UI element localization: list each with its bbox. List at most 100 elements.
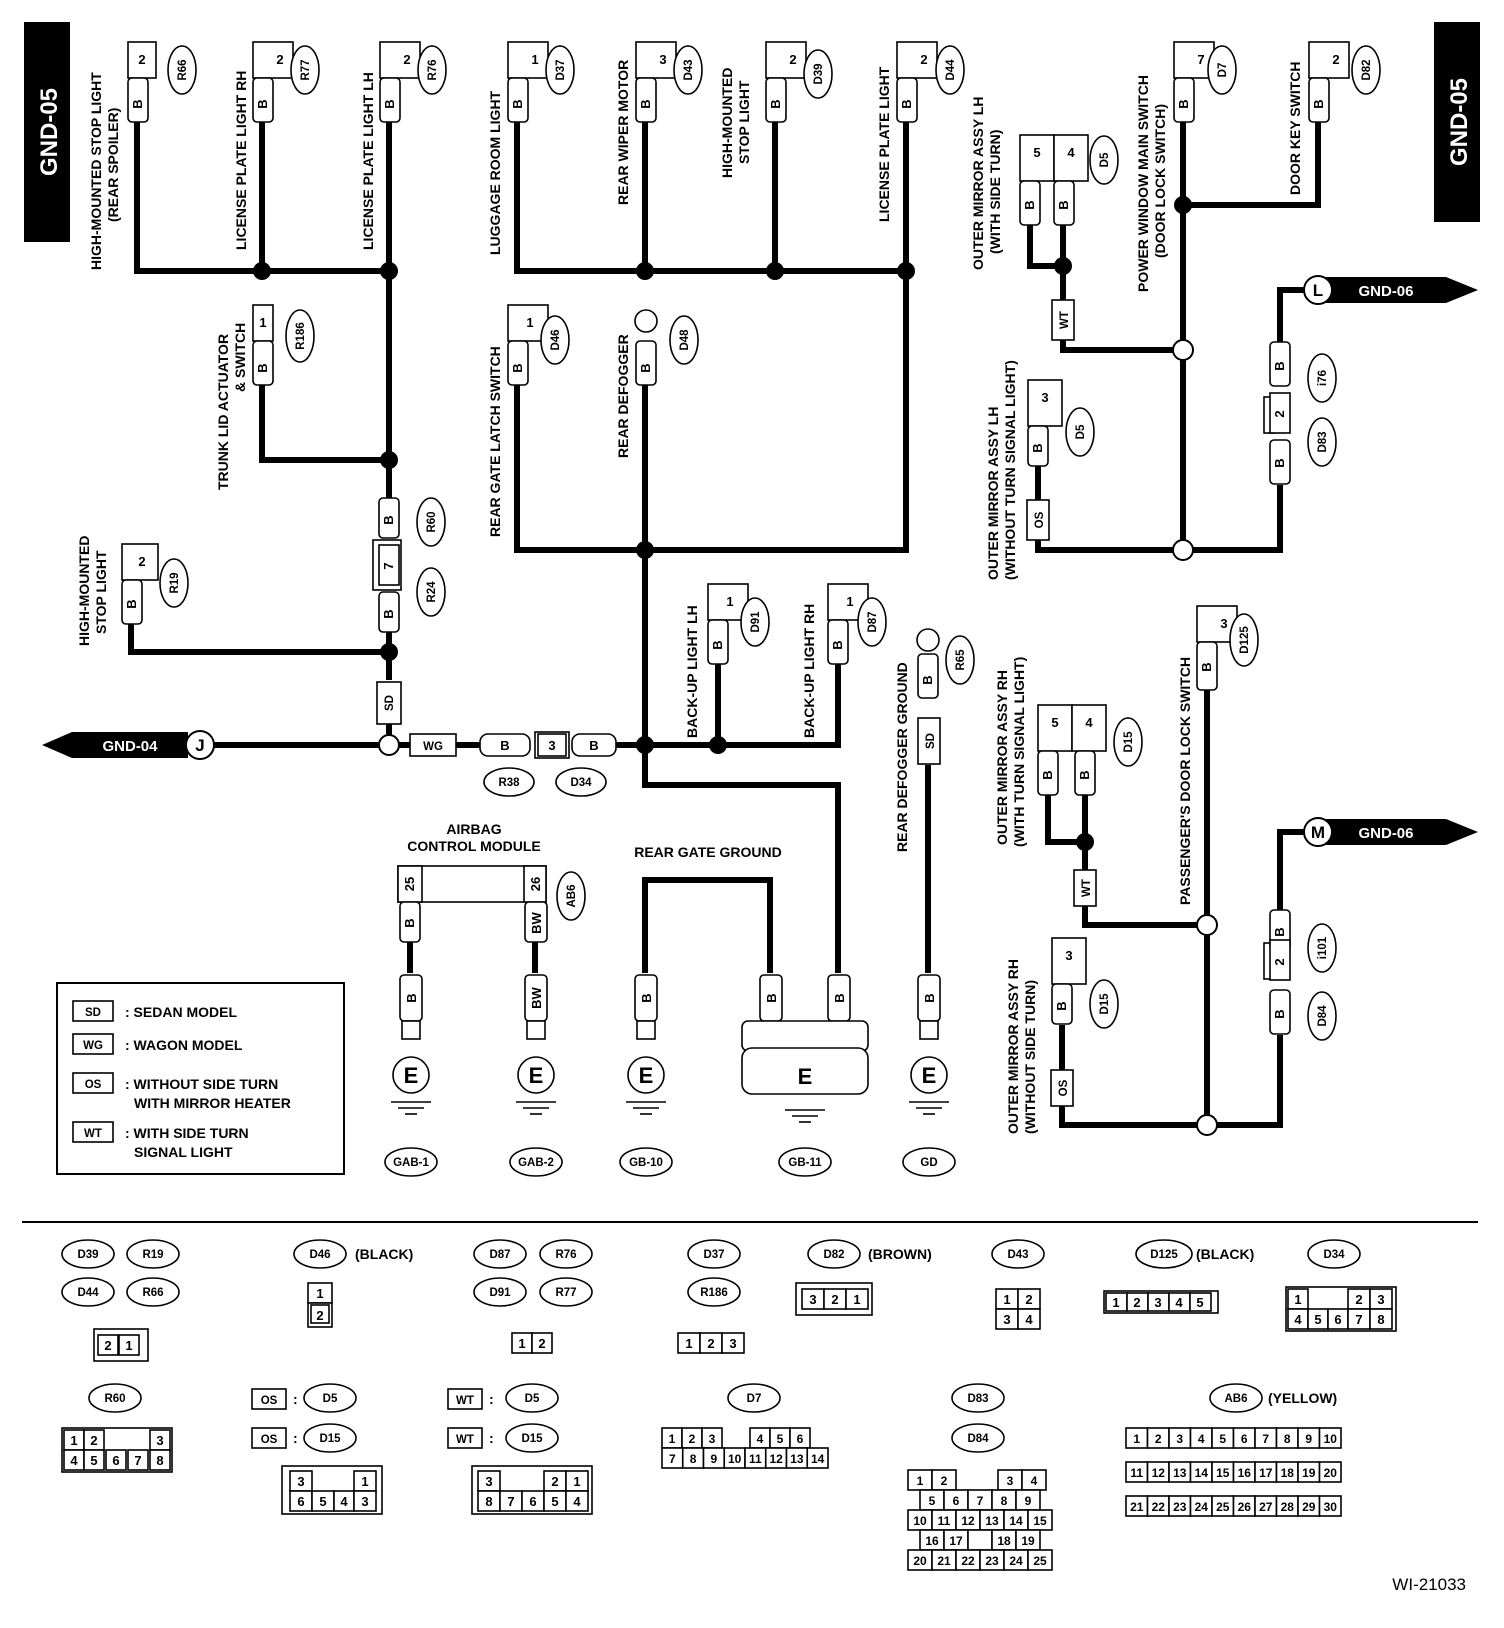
svg-text:2: 2 bbox=[551, 1474, 558, 1489]
svg-text:D15: D15 bbox=[1123, 731, 1135, 753]
svg-text:WT: WT bbox=[1059, 311, 1071, 329]
svg-text:1: 1 bbox=[685, 1336, 692, 1351]
svg-text:LICENSE PLATE LIGHT: LICENSE PLATE LIGHT bbox=[876, 66, 892, 222]
svg-text:D83: D83 bbox=[1317, 431, 1329, 452]
page-id-right: GND-05 bbox=[1434, 22, 1480, 222]
svg-text:D34: D34 bbox=[570, 777, 592, 789]
svg-text:R19: R19 bbox=[142, 1249, 163, 1261]
svg-text:4: 4 bbox=[340, 1494, 348, 1509]
svg-text:4: 4 bbox=[70, 1453, 78, 1468]
svg-text:GD: GD bbox=[920, 1157, 937, 1169]
svg-text:D87: D87 bbox=[867, 611, 879, 632]
pin-label: 12 bbox=[769, 1452, 783, 1466]
svg-text:3: 3 bbox=[1154, 1295, 1161, 1310]
svg-text:WG: WG bbox=[423, 741, 443, 753]
svg-text:8: 8 bbox=[1377, 1312, 1384, 1327]
svg-text:2: 2 bbox=[831, 1292, 838, 1307]
svg-text:2: 2 bbox=[403, 52, 410, 67]
pin-label: 7 bbox=[1262, 1432, 1269, 1446]
svg-text:3: 3 bbox=[548, 738, 555, 753]
svg-text:6: 6 bbox=[112, 1453, 119, 1468]
pin-label: 14 bbox=[1009, 1514, 1023, 1528]
svg-text:D44: D44 bbox=[77, 1287, 99, 1299]
pin-label: 14 bbox=[811, 1452, 825, 1466]
svg-text:(BLACK): (BLACK) bbox=[355, 1246, 413, 1262]
svg-text:3: 3 bbox=[297, 1474, 304, 1489]
svg-text:R76: R76 bbox=[427, 59, 439, 80]
svg-text:B: B bbox=[639, 993, 654, 1002]
svg-text:1: 1 bbox=[531, 52, 538, 67]
svg-text:E: E bbox=[922, 1063, 937, 1088]
svg-text:OS: OS bbox=[85, 1079, 102, 1091]
svg-text:B: B bbox=[1040, 770, 1055, 779]
svg-text:GAB-1: GAB-1 bbox=[393, 1157, 429, 1169]
pin-label: 10 bbox=[1324, 1432, 1338, 1446]
pin-label: 18 bbox=[997, 1534, 1011, 1548]
svg-text:1: 1 bbox=[1003, 1292, 1010, 1307]
svg-text:1: 1 bbox=[125, 1338, 132, 1353]
pin-label: 14 bbox=[1195, 1466, 1209, 1480]
svg-text:B: B bbox=[1176, 99, 1191, 108]
pin-label: 7 bbox=[977, 1494, 984, 1508]
pin-label: 6 bbox=[797, 1432, 804, 1446]
svg-text:2: 2 bbox=[276, 52, 283, 67]
svg-text:D46: D46 bbox=[309, 1249, 330, 1261]
svg-text:R60: R60 bbox=[426, 511, 438, 532]
pin-label: 22 bbox=[961, 1554, 975, 1568]
svg-text:2: 2 bbox=[789, 52, 796, 67]
pin-label: 5 bbox=[1219, 1432, 1226, 1446]
svg-text:WITH MIRROR HEATER: WITH MIRROR HEATER bbox=[134, 1095, 291, 1111]
pin-label: 19 bbox=[1302, 1466, 1316, 1480]
svg-text:3: 3 bbox=[1220, 616, 1227, 631]
svg-text:B: B bbox=[1030, 443, 1045, 452]
svg-text:3: 3 bbox=[729, 1336, 736, 1351]
svg-text:2: 2 bbox=[707, 1336, 714, 1351]
pin-label: 12 bbox=[961, 1514, 975, 1528]
svg-text:D39: D39 bbox=[813, 63, 825, 84]
pin-label: 13 bbox=[1173, 1466, 1187, 1480]
svg-text:B: B bbox=[510, 363, 525, 372]
svg-text:GND-06: GND-06 bbox=[1358, 283, 1413, 300]
svg-text:HIGH-MOUNTED STOP LIGHT(REAR S: HIGH-MOUNTED STOP LIGHT(REAR SPOILER) bbox=[88, 72, 121, 270]
pin-label: 7 bbox=[669, 1452, 676, 1466]
pin-label: 17 bbox=[1259, 1466, 1273, 1480]
svg-text:B: B bbox=[1311, 99, 1326, 108]
svg-text:: WITH SIDE TURN: : WITH SIDE TURN bbox=[125, 1125, 249, 1141]
svg-text:2: 2 bbox=[90, 1433, 97, 1448]
svg-text:E: E bbox=[529, 1063, 544, 1088]
svg-text:7: 7 bbox=[381, 562, 396, 569]
svg-text:J: J bbox=[195, 736, 204, 755]
pin-cell bbox=[806, 1447, 829, 1469]
svg-text:L: L bbox=[1313, 281, 1323, 300]
svg-text:R77: R77 bbox=[555, 1287, 576, 1299]
svg-text:: WAGON MODEL: : WAGON MODEL bbox=[125, 1037, 243, 1053]
svg-text:REAR GATE LATCH SWITCH: REAR GATE LATCH SWITCH bbox=[487, 346, 503, 537]
svg-text:4: 4 bbox=[1067, 145, 1075, 160]
svg-text:B: B bbox=[1272, 927, 1287, 936]
svg-text:D125: D125 bbox=[1150, 1249, 1178, 1261]
svg-text:B: B bbox=[130, 99, 145, 108]
svg-text:WT: WT bbox=[456, 1434, 474, 1446]
svg-text:3: 3 bbox=[659, 52, 666, 67]
svg-text:BW: BW bbox=[529, 911, 544, 933]
svg-text:2: 2 bbox=[538, 1336, 545, 1351]
svg-text:3: 3 bbox=[156, 1433, 163, 1448]
svg-text:OS: OS bbox=[261, 1434, 278, 1446]
svg-text:i101: i101 bbox=[1317, 936, 1329, 959]
svg-text:AB6: AB6 bbox=[566, 884, 578, 907]
ground-terminals: B E BW E B E B B E B E GAB-1 GAB-2 GB-10… bbox=[384, 974, 956, 1177]
pin-label: 21 bbox=[937, 1554, 951, 1568]
offpage-gnd06-l: GND-06 L bbox=[1303, 275, 1478, 305]
pin-label: 25 bbox=[1033, 1554, 1047, 1568]
svg-text:2: 2 bbox=[1272, 958, 1287, 965]
svg-text:2: 2 bbox=[1332, 52, 1339, 67]
pin-label: 20 bbox=[913, 1554, 927, 1568]
pin-label: 11 bbox=[749, 1452, 762, 1466]
svg-text:B: B bbox=[381, 515, 396, 524]
svg-text:LICENSE PLATE LIGHT LH: LICENSE PLATE LIGHT LH bbox=[360, 72, 376, 250]
svg-text:B: B bbox=[382, 99, 397, 108]
svg-text:D44: D44 bbox=[945, 59, 957, 81]
svg-text:D5: D5 bbox=[323, 1393, 338, 1405]
svg-text:TRUNK LID ACTUATOR& SWITCH: TRUNK LID ACTUATOR& SWITCH bbox=[215, 323, 248, 490]
